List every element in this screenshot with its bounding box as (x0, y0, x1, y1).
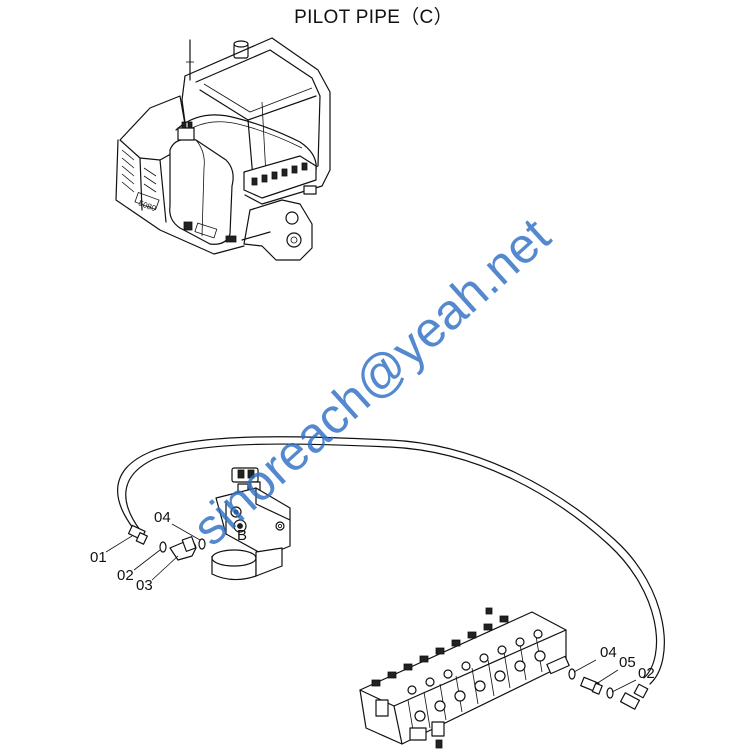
o-ring-02-right (606, 687, 614, 699)
hose-end-fitting-right (619, 683, 649, 710)
excavator-overview-illustration: 5080 (115, 37, 331, 261)
port-label-b: B (237, 527, 247, 544)
page-title: PILOT PIPE（C） (294, 7, 453, 28)
callout-04-right: 04 (600, 644, 617, 661)
elbow-fitting-03 (169, 536, 197, 561)
hose-end-fitting-01 (127, 524, 148, 545)
callout-leaders (105, 523, 637, 693)
pilot-hose (117, 436, 665, 685)
callout-02-right: 02 (638, 665, 655, 682)
callout-03: 03 (136, 577, 153, 594)
pilot-valve-block: B (211, 467, 291, 581)
svg-text:5080: 5080 (137, 199, 157, 214)
main-control-valve (359, 607, 570, 749)
callout-02: 02 (117, 567, 134, 584)
adapter-05 (580, 676, 603, 695)
o-ring-02 (159, 541, 167, 553)
o-ring-04 (198, 538, 206, 550)
o-ring-04-right (568, 668, 576, 680)
callout-05-right: 05 (619, 654, 636, 671)
callout-01: 01 (90, 549, 107, 566)
watermark-text: sinoreach@yeah.net (182, 207, 561, 556)
callout-04: 04 (154, 509, 171, 526)
